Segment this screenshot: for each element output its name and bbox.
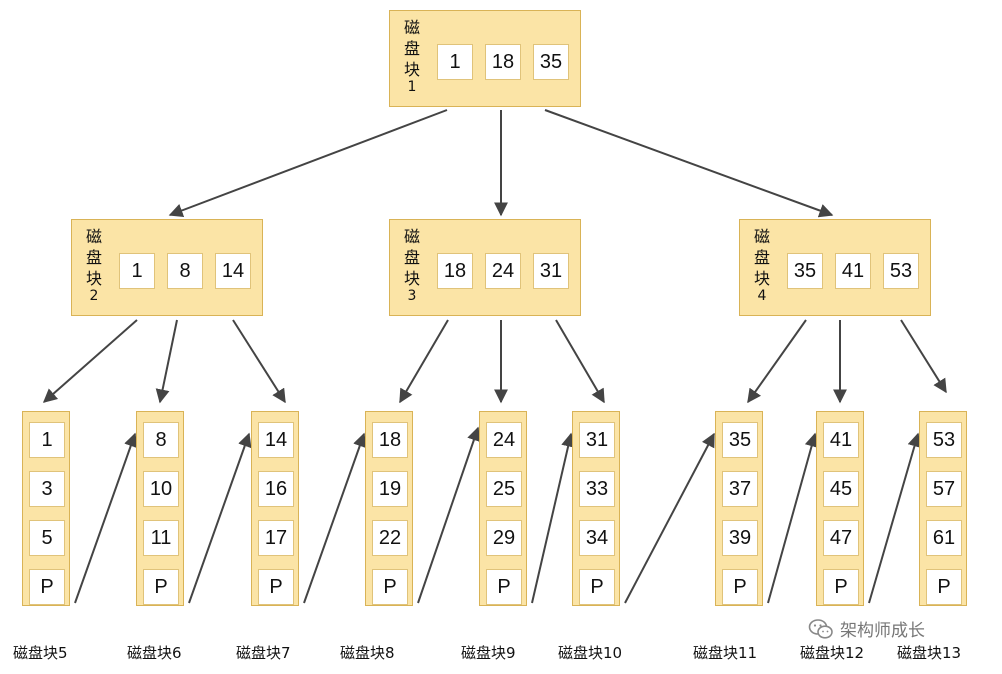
pointer-cell: P — [143, 569, 179, 605]
key-cell: 25 — [486, 471, 522, 507]
key-cell: 14 — [258, 422, 294, 458]
disk-block-13: 53 57 61 P — [919, 411, 967, 606]
key-cell: 11 — [143, 520, 179, 556]
leaf-caption: 磁盘块11 — [693, 644, 758, 662]
leaf-caption: 磁盘块12 — [800, 644, 865, 662]
pointer-cell: P — [722, 569, 758, 605]
disk-block-label: 磁 盘 块 2 — [85, 227, 102, 304]
key-cell: 18 — [485, 44, 521, 80]
leaf-link-arrow — [303, 432, 367, 604]
disk-block-label: 磁 盘 块 4 — [753, 227, 770, 304]
disk-block-5: 1 3 5 P — [22, 411, 70, 606]
disk-block-7: 14 16 17 P — [251, 411, 299, 606]
pointer-cell: P — [823, 569, 859, 605]
key-cell: 53 — [883, 253, 919, 289]
tree-edge-arrow — [399, 319, 449, 404]
key-cell: 31 — [533, 253, 569, 289]
key-cell: 8 — [143, 422, 179, 458]
tree-edge-arrow — [555, 319, 605, 404]
tree-edge-arrow — [42, 319, 138, 403]
key-cell: 34 — [579, 520, 615, 556]
disk-block-label: 磁 盘 块 3 — [403, 227, 420, 304]
leaf-link-arrow — [74, 432, 138, 604]
key-cell: 8 — [167, 253, 203, 289]
leaf-caption: 磁盘块8 — [340, 644, 395, 662]
key-cell: 10 — [143, 471, 179, 507]
disk-block-6: 8 10 11 P — [136, 411, 184, 606]
disk-block-4: 磁 盘 块 4 35 41 53 — [739, 219, 931, 316]
pointer-cell: P — [372, 569, 408, 605]
key-cell: 31 — [579, 422, 615, 458]
disk-block-8: 18 19 22 P — [365, 411, 413, 606]
key-cell: 22 — [372, 520, 408, 556]
key-cell: 39 — [722, 520, 758, 556]
disk-block-9: 24 25 29 P — [479, 411, 527, 606]
tree-edge-arrow — [232, 319, 286, 404]
leaf-caption: 磁盘块6 — [127, 644, 182, 662]
tree-edge-arrow — [544, 109, 834, 218]
leaf-caption: 磁盘块7 — [236, 644, 291, 662]
leaf-link-arrow — [767, 432, 819, 604]
key-cell: 3 — [29, 471, 65, 507]
key-cell: 45 — [823, 471, 859, 507]
pointer-cell: P — [29, 569, 65, 605]
key-cell: 19 — [372, 471, 408, 507]
tree-edge-arrow — [747, 319, 807, 404]
key-cell: 1 — [29, 422, 65, 458]
leaf-caption: 磁盘块5 — [13, 644, 68, 662]
watermark-text: 架构师成长 — [840, 621, 925, 641]
tree-edge-arrow — [155, 319, 178, 404]
key-cell: 1 — [119, 253, 155, 289]
leaf-link-arrow — [624, 432, 715, 604]
leaf-link-arrow — [188, 432, 252, 604]
key-cell: 61 — [926, 520, 962, 556]
leaf-caption: 磁盘块10 — [558, 644, 623, 662]
disk-block-12: 41 45 47 P — [816, 411, 864, 606]
disk-block-label: 磁 盘 块 1 — [403, 18, 420, 95]
key-cell: 14 — [215, 253, 251, 289]
pointer-cell: P — [926, 569, 962, 605]
key-cell: 24 — [485, 253, 521, 289]
key-cell: 35 — [533, 44, 569, 80]
pointer-cell: P — [579, 569, 615, 605]
tree-edge-arrow — [168, 109, 448, 218]
key-cell: 29 — [486, 520, 522, 556]
key-cell: 1 — [437, 44, 473, 80]
disk-block-11: 35 37 39 P — [715, 411, 763, 606]
key-cell: 41 — [835, 253, 871, 289]
key-cell: 18 — [437, 253, 473, 289]
key-cell: 18 — [372, 422, 408, 458]
key-cell: 24 — [486, 422, 522, 458]
watermark: 架构师成长 — [808, 616, 925, 641]
leaf-link-arrow — [868, 432, 922, 604]
key-cell: 16 — [258, 471, 294, 507]
disk-block-3: 磁 盘 块 3 18 24 31 — [389, 219, 581, 316]
key-cell: 47 — [823, 520, 859, 556]
disk-block-2: 磁 盘 块 2 1 8 14 — [71, 219, 263, 316]
pointer-cell: P — [258, 569, 294, 605]
key-cell: 37 — [722, 471, 758, 507]
tree-edge-arrow — [900, 319, 947, 394]
leaf-caption: 磁盘块9 — [461, 644, 516, 662]
key-cell: 35 — [787, 253, 823, 289]
key-cell: 5 — [29, 520, 65, 556]
key-cell: 57 — [926, 471, 962, 507]
key-cell: 35 — [722, 422, 758, 458]
key-cell: 33 — [579, 471, 615, 507]
pointer-cell: P — [486, 569, 522, 605]
leaf-link-arrow — [531, 432, 575, 604]
key-cell: 41 — [823, 422, 859, 458]
key-cell: 53 — [926, 422, 962, 458]
leaf-caption: 磁盘块13 — [897, 644, 962, 662]
disk-block-10: 31 33 34 P — [572, 411, 620, 606]
key-cell: 17 — [258, 520, 294, 556]
disk-block-1: 磁 盘 块 1 1 18 35 — [389, 10, 581, 107]
wechat-icon — [808, 618, 833, 639]
leaf-link-arrow — [417, 426, 481, 604]
